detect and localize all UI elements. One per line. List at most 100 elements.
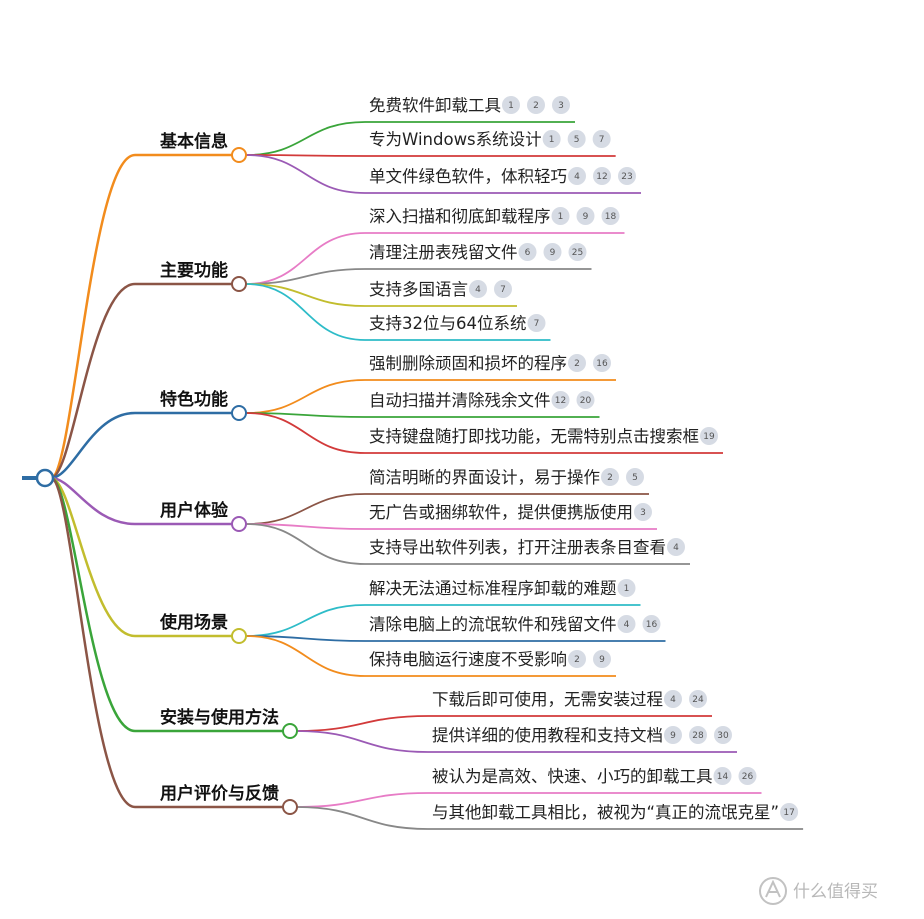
reference-badge-bg xyxy=(738,767,757,785)
reference-badge[interactable]: 3 xyxy=(552,96,570,114)
category-branch xyxy=(50,476,283,809)
reference-badge[interactable]: 9 xyxy=(664,726,682,744)
reference-badge[interactable]: 18 xyxy=(601,207,620,225)
reference-badge-number: 2 xyxy=(574,359,580,369)
reference-badge-number: 16 xyxy=(596,359,608,369)
category-branch xyxy=(50,411,232,480)
reference-badge[interactable]: 12 xyxy=(593,167,611,185)
reference-badge[interactable]: 1 xyxy=(617,579,636,597)
reference-badge[interactable]: 4 xyxy=(667,538,685,556)
reference-badge[interactable]: 2 xyxy=(527,96,545,114)
reference-badge-bg xyxy=(542,130,561,148)
reference-badge-number: 4 xyxy=(670,695,676,705)
reference-badge-bg xyxy=(664,690,682,708)
reference-badge[interactable]: 4 xyxy=(617,615,636,633)
reference-badge-number: 9 xyxy=(583,212,589,222)
reference-badge[interactable]: 14 xyxy=(713,767,732,785)
reference-badge[interactable]: 5 xyxy=(626,468,644,486)
reference-badge[interactable]: 4 xyxy=(469,280,487,298)
reference-badge-bg xyxy=(527,96,545,114)
leaf-branch xyxy=(245,412,723,454)
reference-badge[interactable]: 25 xyxy=(568,243,587,261)
reference-badge-number: 4 xyxy=(574,172,580,182)
category-collapse-toggle[interactable] xyxy=(231,405,247,421)
reference-badge[interactable]: 6 xyxy=(518,243,537,261)
reference-badge[interactable]: 26 xyxy=(738,767,757,785)
reference-badge[interactable]: 4 xyxy=(664,690,682,708)
leaf-text: 无广告或捆绑软件，提供便携版使用 xyxy=(369,503,633,522)
reference-badge-number: 1 xyxy=(508,101,514,111)
reference-badge-number: 20 xyxy=(580,396,592,406)
leaf-branch xyxy=(245,604,641,637)
reference-badge[interactable]: 1 xyxy=(551,207,570,225)
reference-badge-number: 4 xyxy=(475,285,481,295)
reference-badge-bg xyxy=(469,280,487,298)
category-label: 基本信息 xyxy=(159,131,228,152)
reference-badge[interactable]: 28 xyxy=(689,726,707,744)
reference-badge[interactable]: 2 xyxy=(568,354,586,372)
reference-badge[interactable]: 30 xyxy=(714,726,732,744)
reference-badge[interactable]: 17 xyxy=(780,803,799,821)
reference-badge[interactable]: 9 xyxy=(543,243,562,261)
leaf-text: 单文件绿色软件，体积轻巧 xyxy=(369,167,567,186)
reference-badge[interactable]: 1 xyxy=(542,130,561,148)
reference-badge-bg xyxy=(592,130,611,148)
reference-badge[interactable]: 3 xyxy=(634,503,652,521)
category-branch xyxy=(50,153,232,480)
category-collapse-toggle[interactable] xyxy=(231,628,247,644)
reference-badge[interactable]: 5 xyxy=(567,130,586,148)
category-collapse-toggle[interactable] xyxy=(282,799,298,815)
leaf-text: 提供详细的使用教程和支持文档 xyxy=(432,726,663,745)
leaf-branch xyxy=(245,232,625,285)
reference-badge[interactable]: 9 xyxy=(576,207,595,225)
reference-badge[interactable]: 24 xyxy=(689,690,707,708)
category-label: 用户评价与反馈 xyxy=(160,783,279,804)
reference-badge-bg xyxy=(518,243,537,261)
reference-badge[interactable]: 20 xyxy=(576,391,595,409)
reference-badge[interactable]: 7 xyxy=(527,314,546,332)
reference-badge-number: 9 xyxy=(550,248,556,258)
reference-badge[interactable]: 2 xyxy=(568,650,586,668)
reference-badge-number: 9 xyxy=(599,655,605,665)
reference-badge-number: 17 xyxy=(783,808,794,818)
watermark: 什么值得买 xyxy=(759,877,878,905)
reference-badge[interactable]: 2 xyxy=(601,468,619,486)
reference-badge[interactable]: 16 xyxy=(593,354,611,372)
leaf-node: 深入扫描和彻底卸载程序 1 9 18 xyxy=(369,207,620,226)
reference-badge-bg xyxy=(626,468,644,486)
leaf-node: 单文件绿色软件，体积轻巧 4 12 23 xyxy=(369,167,636,186)
category-collapse-toggle[interactable] xyxy=(282,723,298,739)
reference-badge[interactable]: 1 xyxy=(502,96,520,114)
reference-badge[interactable]: 7 xyxy=(592,130,611,148)
reference-badge-number: 18 xyxy=(605,212,617,222)
reference-badge[interactable]: 9 xyxy=(593,650,611,668)
reference-badge-bg xyxy=(601,468,619,486)
reference-badge-number: 16 xyxy=(646,620,658,630)
reference-badge[interactable]: 19 xyxy=(700,427,718,445)
reference-badge[interactable]: 7 xyxy=(494,280,512,298)
reference-badge-bg xyxy=(494,280,512,298)
reference-badge-number: 2 xyxy=(574,655,580,665)
reference-badge-bg xyxy=(618,167,636,185)
reference-badge[interactable]: 12 xyxy=(551,391,570,409)
category-collapse-toggle[interactable] xyxy=(231,276,247,292)
reference-badge[interactable]: 23 xyxy=(618,167,636,185)
category-label: 特色功能 xyxy=(160,389,228,410)
reference-badge-number: 1 xyxy=(558,212,564,222)
category-collapse-toggle[interactable] xyxy=(231,516,247,532)
reference-badge-bg xyxy=(593,167,611,185)
category-collapse-toggle[interactable] xyxy=(231,147,247,163)
reference-badge[interactable]: 4 xyxy=(568,167,586,185)
reference-badge[interactable]: 16 xyxy=(642,615,661,633)
leaf-text: 深入扫描和彻底卸载程序 xyxy=(369,207,551,226)
root-collapse-toggle[interactable] xyxy=(35,468,55,488)
